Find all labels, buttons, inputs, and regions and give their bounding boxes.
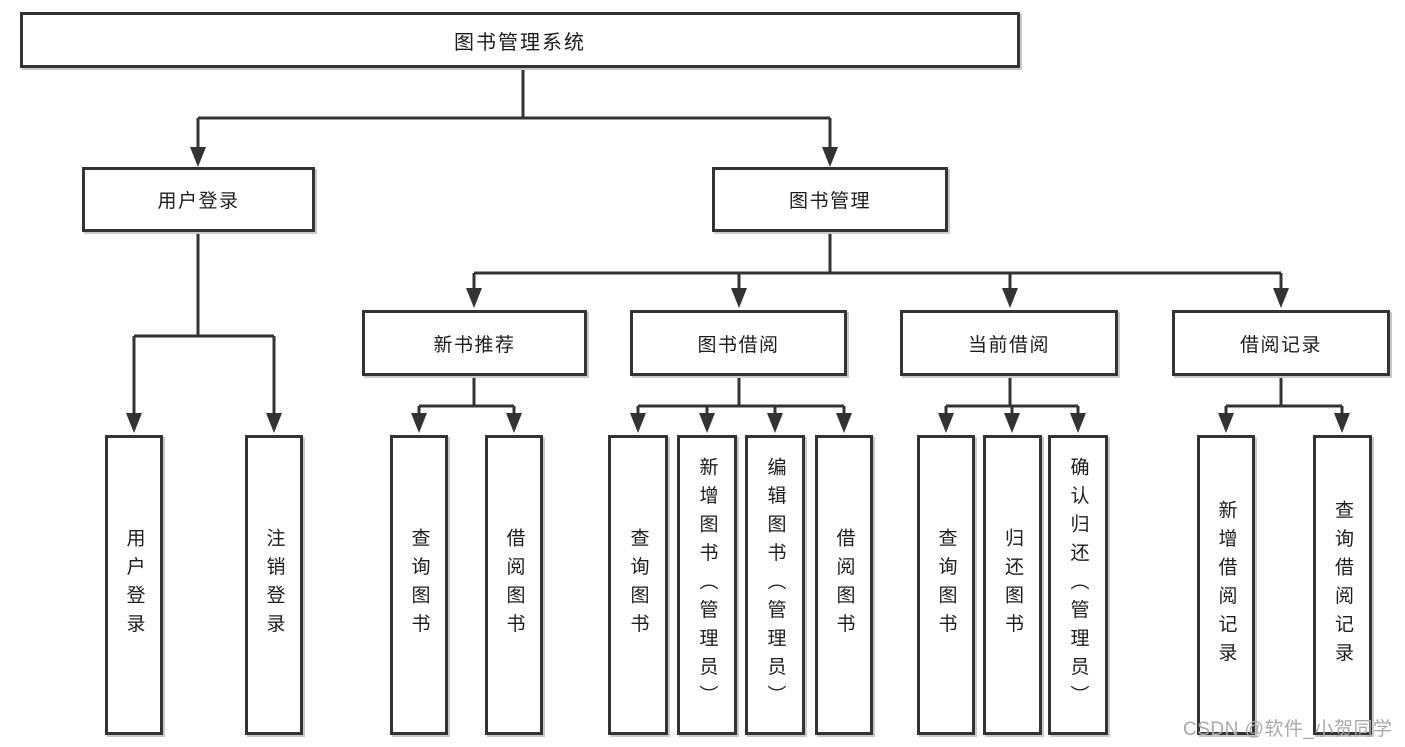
leaf-user-login: 用户登录 <box>105 435 163 735</box>
node-label: 查询图书 <box>408 528 430 642</box>
leaf-borrow-books-recommend: 借阅图书 <box>485 435 543 735</box>
leaf-add-book-admin: 新增图书（管理员） <box>677 435 737 735</box>
leaf-return-books: 归还图书 <box>983 435 1042 735</box>
node-label: 查询图书 <box>935 528 957 642</box>
node-label: 确认归还（管理员） <box>1067 456 1089 714</box>
node-label: 图书管理系统 <box>454 31 586 54</box>
node-label: 借阅图书 <box>833 528 855 642</box>
node-label: 查询借阅记录 <box>1332 499 1353 671</box>
node-label: 借阅记录 <box>1239 334 1322 356</box>
leaf-query-books-current: 查询图书 <box>917 435 975 735</box>
node-label: 查询图书 <box>627 528 649 642</box>
node-label: 用户登录 <box>123 528 145 642</box>
leaf-query-books-borrowing: 查询图书 <box>608 435 668 735</box>
leaf-query-books-recommend: 查询图书 <box>390 435 448 735</box>
leaf-edit-book-admin: 编辑图书（管理员） <box>745 435 805 735</box>
node-current-borrowing: 当前借阅 <box>900 310 1118 376</box>
node-book-management: 图书管理 <box>712 167 948 232</box>
node-label: 编辑图书（管理员） <box>764 456 786 714</box>
node-label: 新书推荐 <box>433 334 516 356</box>
tree-edges <box>132 68 1344 414</box>
node-label: 新增图书（管理员） <box>696 456 718 714</box>
node-user-login: 用户登录 <box>82 167 315 232</box>
node-borrowing-records: 借阅记录 <box>1172 310 1390 376</box>
node-new-book-recommendation: 新书推荐 <box>362 310 587 376</box>
node-library-management-system: 图书管理系统 <box>20 12 1020 68</box>
csdn-watermark: CSDN @软件_小贺同学 <box>1183 719 1393 740</box>
node-book-borrowing: 图书借阅 <box>630 310 847 376</box>
leaf-add-borrow-record: 新增借阅记录 <box>1197 435 1255 735</box>
node-label: 注销登录 <box>263 528 285 642</box>
arrowheads <box>126 147 1350 433</box>
node-label: 图书管理 <box>788 191 871 212</box>
leaf-borrow-books-borrowing: 借阅图书 <box>815 435 873 735</box>
leaf-logout: 注销登录 <box>245 435 303 735</box>
node-label: 当前借阅 <box>967 334 1050 356</box>
node-label: 归还图书 <box>1002 528 1023 642</box>
node-label: 借阅图书 <box>503 528 525 642</box>
node-label: 新增借阅记录 <box>1215 499 1237 671</box>
node-label: 用户登录 <box>157 191 240 212</box>
leaf-query-borrow-record: 查询借阅记录 <box>1313 435 1372 735</box>
leaf-confirm-return-admin: 确认归还（管理员） <box>1048 435 1108 735</box>
node-label: 图书借阅 <box>697 334 780 356</box>
